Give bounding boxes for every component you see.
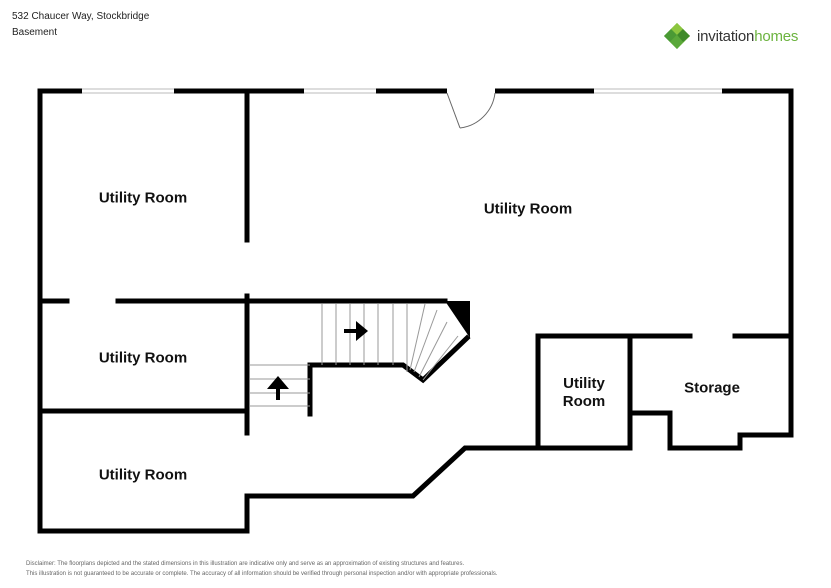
- stair-arrow-right-icon: [344, 321, 368, 341]
- brand-name: invitationhomes: [697, 28, 798, 45]
- property-address: 532 Chaucer Way, Stockbridge: [12, 11, 150, 22]
- outer-wall: [37, 88, 633, 534]
- cube-logo-icon: [664, 23, 690, 49]
- stair-arrow-up-icon: [267, 376, 289, 400]
- floor-level: Basement: [12, 27, 58, 38]
- stair-corner: [445, 301, 470, 338]
- room-label-storage: Storage: [684, 379, 740, 397]
- room-label-utility-main: Utility Room: [483, 200, 573, 218]
- room-label-utility-small: Utility Room: [563, 375, 606, 411]
- disclaimer-line-2: This illustration is not guaranteed to b…: [26, 571, 498, 577]
- disclaimer-line-1: Disclaimer: The floorplans depicted and …: [26, 561, 465, 567]
- brand-logo: invitationhomes: [663, 21, 798, 51]
- wall-stair-landing: [307, 334, 471, 417]
- room-label-line1: Utility: [563, 375, 605, 392]
- door-swing: [446, 88, 496, 129]
- room-label-utility-bottom: Utility Room: [98, 466, 188, 484]
- storage-bottom-wall: [630, 410, 794, 451]
- staircase: [250, 303, 459, 407]
- room-label-utility-middle: Utility Room: [98, 349, 188, 367]
- room-label-utility-top-left: Utility Room: [98, 189, 188, 207]
- room-label-line2: Room: [562, 393, 606, 410]
- brand-name-part2: homes: [754, 27, 799, 45]
- small-room-wall: [535, 333, 693, 449]
- brand-name-part1: invitation: [697, 27, 755, 45]
